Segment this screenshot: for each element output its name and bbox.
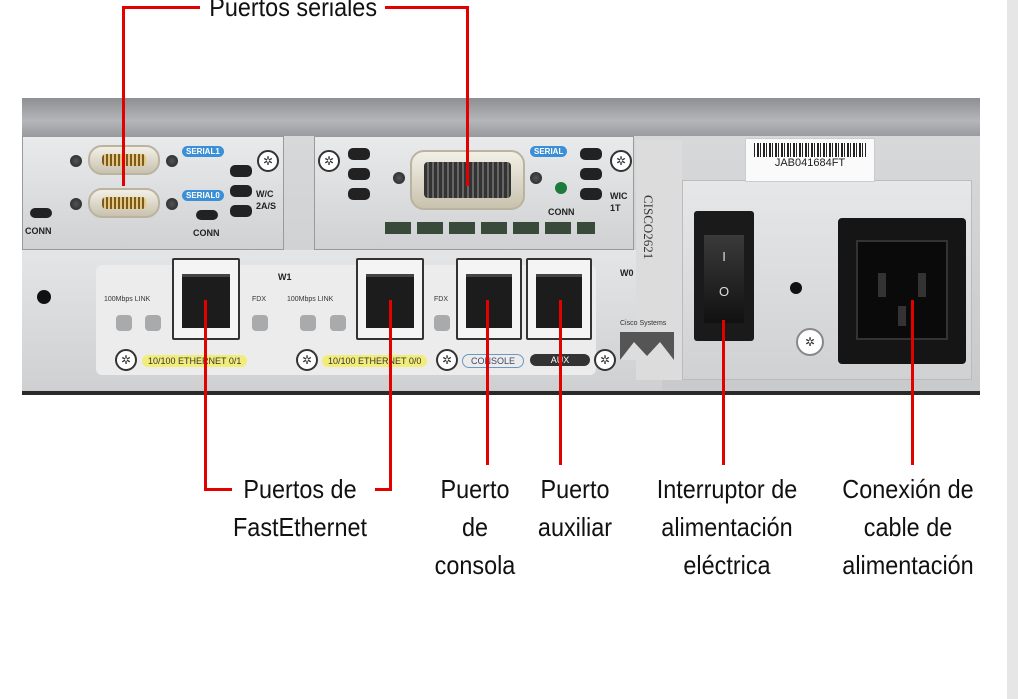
screw-icon: ✲ — [296, 349, 318, 371]
led — [30, 208, 52, 218]
label-line: alimentación — [842, 550, 974, 580]
callout-line-fe00 — [375, 488, 392, 491]
ground-screw-icon: ✲ — [796, 328, 824, 356]
label-serial-ports: Puertos seriales — [209, 0, 378, 22]
fdx-label: FDX — [252, 296, 266, 303]
thumbscrew-icon[interactable]: ✲ — [257, 150, 279, 172]
screw — [530, 172, 542, 184]
led — [580, 188, 602, 200]
model-label: CISCO2621 — [641, 195, 656, 260]
serial0-connector[interactable] — [88, 188, 160, 218]
label-line: de — [461, 512, 489, 542]
label-line: auxiliar — [537, 512, 613, 542]
serial1-tag: SERIAL1 — [182, 146, 224, 157]
callout-line-aux — [559, 300, 562, 465]
screw-icon: ✲ — [594, 349, 616, 371]
led — [348, 168, 370, 180]
screw — [166, 198, 178, 210]
serial-tag: SERIAL — [530, 146, 568, 157]
switch-off-mark: O — [718, 284, 730, 299]
led — [196, 210, 218, 220]
screw — [393, 172, 405, 184]
callout-line-fe01 — [204, 488, 232, 491]
led — [230, 165, 252, 177]
label-fastethernet: Puertos de FastEthernet — [215, 470, 385, 546]
led-link — [145, 315, 161, 331]
led — [348, 148, 370, 160]
screw — [166, 155, 178, 167]
w1-label: W1 — [278, 272, 292, 282]
label-power-switch: Interruptor de alimentación eléctrica — [647, 470, 807, 584]
callout-line-serial1 — [122, 6, 200, 9]
wic-2as-label: W/C 2A/S — [256, 189, 277, 211]
led-fdx — [434, 315, 450, 331]
wic-1t-label: WIC 1T — [610, 191, 628, 213]
callout-line-switch — [722, 320, 725, 465]
brand-label: Cisco Systems — [620, 320, 667, 327]
label-line: FastEthernet — [233, 512, 367, 542]
power-cable-inlet[interactable] — [838, 218, 966, 364]
cisco-logo-icon — [620, 332, 674, 360]
led-100mbps — [116, 315, 132, 331]
label-console: Puerto de consola — [420, 470, 530, 584]
switch-on-mark: I — [722, 249, 726, 264]
eth00-label: 10/100 ETHERNET 0/0 — [322, 355, 428, 367]
serial-number: JAB041684FT — [774, 157, 846, 169]
label-line: Puerto — [540, 474, 610, 504]
label-line: Puerto — [440, 474, 510, 504]
led — [230, 205, 252, 217]
led-fdx — [252, 315, 268, 331]
led — [580, 148, 602, 160]
led-link — [330, 315, 346, 331]
label-line: Puertos de — [243, 474, 357, 504]
console-port[interactable] — [456, 258, 522, 340]
screw-icon: ✲ — [115, 349, 137, 371]
callout-line-power — [911, 300, 914, 465]
power-switch[interactable]: I O — [694, 211, 754, 341]
callout-line-serial — [466, 6, 469, 186]
callout-line-console — [486, 300, 489, 465]
fastethernet-0-0-port[interactable] — [356, 258, 424, 340]
console-label: CONSOLE — [462, 354, 525, 368]
label-line: cable de — [863, 512, 953, 542]
led — [230, 185, 252, 197]
callout-line-serial1 — [122, 6, 125, 186]
led-row — [385, 222, 595, 234]
led-100mbps — [300, 315, 316, 331]
serial-number-sticker: JAB041684FT — [745, 138, 875, 182]
label-line: eléctrica — [683, 550, 771, 580]
conn-label: CONN — [193, 228, 220, 238]
led — [348, 188, 370, 200]
conn-led — [555, 182, 567, 194]
eth01-label: 10/100 ETHERNET 0/1 — [142, 355, 248, 367]
speed-link-label: 100Mbps LINK — [104, 296, 151, 303]
conn-label: CONN — [25, 226, 52, 236]
label-aux: Puerto auxiliar — [525, 470, 625, 546]
callout-line-fe00 — [389, 300, 392, 490]
hole — [37, 290, 51, 304]
speed-link-label: 100Mbps LINK — [287, 296, 334, 303]
label-line: consola — [434, 550, 516, 580]
screw — [70, 198, 82, 210]
led — [580, 168, 602, 180]
w0-label: W0 — [620, 268, 634, 278]
fdx-label: FDX — [434, 296, 448, 303]
thumbscrew-icon[interactable]: ✲ — [610, 150, 632, 172]
label-line: alimentación — [661, 512, 793, 542]
label-power-cable: Conexión de cable de alimentación — [828, 470, 988, 584]
chassis-top — [22, 98, 980, 136]
screw — [70, 155, 82, 167]
conn-label: CONN — [548, 207, 575, 217]
callout-line-serial — [385, 6, 469, 9]
serial0-tag: SERIAL0 — [182, 190, 224, 201]
hole — [790, 282, 802, 294]
label-line: Conexión de — [842, 474, 974, 504]
screw-icon: ✲ — [436, 349, 458, 371]
right-edge-strip — [1007, 0, 1018, 699]
thumbscrew-icon[interactable]: ✲ — [318, 150, 340, 172]
callout-line-fe01 — [204, 300, 207, 490]
label-line: Interruptor de — [656, 474, 798, 504]
